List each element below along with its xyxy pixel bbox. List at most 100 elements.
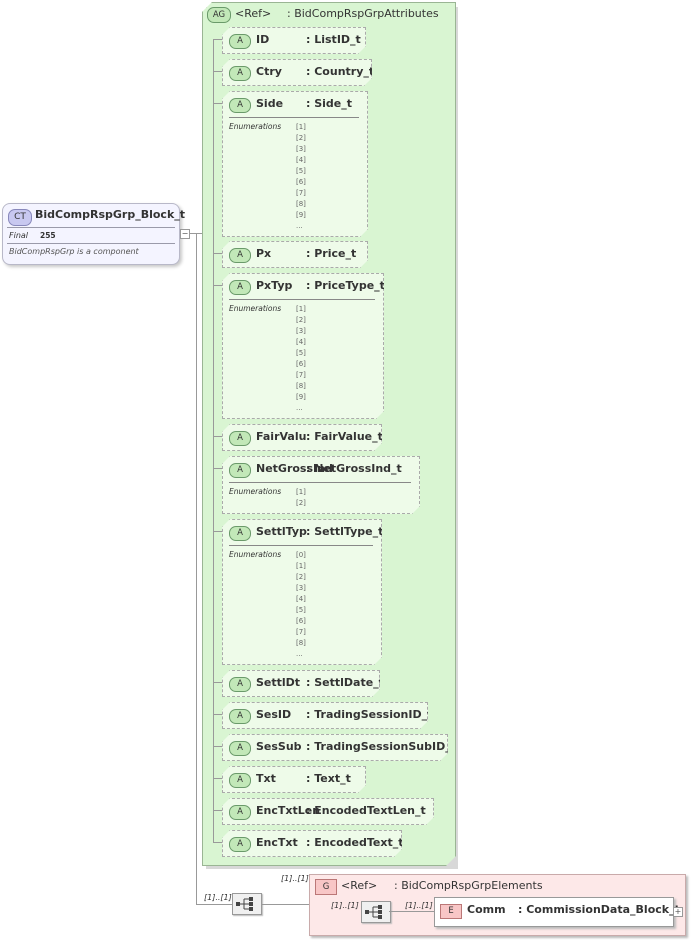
inner-sequence-compositor-icon[interactable] [361, 901, 391, 923]
attribute-type: : NetGrossInd_t [306, 462, 402, 475]
connector-line [213, 810, 222, 811]
connector-line [190, 233, 196, 234]
divider [229, 545, 373, 546]
divider [229, 482, 411, 483]
element-badge: E [440, 904, 462, 919]
enumeration-value: [7] [296, 371, 306, 379]
enumeration-list: [1][2][3][4][5][6][7][8][9]... [296, 304, 306, 414]
attribute-badge: A [229, 280, 251, 295]
attribute-name: NetGrossInd [256, 462, 333, 475]
enumeration-value: [2] [296, 316, 306, 324]
sequence-compositor-icon[interactable] [232, 893, 262, 915]
enumerations-label: Enumerations [229, 487, 282, 496]
complex-type-box[interactable]: CT BidCompRspGrp_Block_t Final 255 BidCo… [2, 203, 185, 265]
attribute-group-badge: AG [207, 7, 231, 23]
enumeration-value: [5] [296, 349, 306, 357]
attribute-type: : SettlDate_t [306, 676, 384, 689]
element-name: Comm [467, 903, 506, 916]
enumeration-value: [0] [296, 551, 306, 559]
enumeration-value: ... [296, 222, 303, 230]
enumeration-value: [9] [296, 393, 306, 401]
enumeration-value: [1] [296, 305, 306, 313]
documentation-text: BidCompRspGrp is a component [9, 247, 139, 256]
attribute-type: : TradingSessionID_t [306, 708, 433, 721]
attribute-name: SesSub [256, 740, 302, 753]
attribute-badge: A [229, 431, 251, 446]
enumeration-value: [5] [296, 167, 306, 175]
element-cardinality: [1]..[1] [405, 901, 433, 910]
attribute-name: SesID [256, 708, 292, 721]
attribute-type: : EncodedTextLen_t [306, 804, 426, 817]
connector-line [213, 103, 222, 104]
connector-line [213, 531, 222, 532]
attribute-type: : PriceType_t [306, 279, 385, 292]
attribute-badge: A [229, 709, 251, 724]
attribute-badge: A [229, 526, 251, 541]
attribute-type: : ListID_t [306, 33, 361, 46]
attribute-name: EncTxt [256, 836, 298, 849]
enumeration-value: [2] [296, 573, 306, 581]
attribute-name: Px [256, 247, 272, 260]
collapse-toggle-icon[interactable]: − [180, 229, 190, 239]
attribute-name: ID [256, 33, 270, 46]
attribute-enctxtlen[interactable]: A EncTxtLen: EncodedTextLen_t [222, 798, 434, 825]
enumeration-value: [3] [296, 327, 306, 335]
enumeration-value: [9] [296, 211, 306, 219]
attribute-type: : TradingSessionSubID_t [306, 740, 456, 753]
attribute-badge: A [229, 66, 251, 81]
attribute-name: SettlTyp [256, 525, 307, 538]
attribute-badge: A [229, 741, 251, 756]
enumeration-value: [1] [296, 562, 306, 570]
sequence-cardinality: [1]..[1] [204, 893, 232, 902]
attribute-badge: A [229, 805, 251, 820]
enumerations-label: Enumerations [229, 550, 282, 559]
enumerations-label: Enumerations [229, 122, 282, 131]
attribute-badge: A [229, 677, 251, 692]
expand-toggle-icon[interactable]: + [673, 907, 683, 917]
attribute-badge: A [229, 837, 251, 852]
connector-line [213, 746, 222, 747]
divider [7, 243, 175, 244]
divider [229, 299, 375, 300]
connector-line [213, 285, 222, 286]
attribute-connector-spine [213, 40, 214, 842]
final-label: Final [9, 231, 29, 240]
connector-line [213, 682, 222, 683]
enumeration-value: [1] [296, 488, 306, 496]
attribute-name: PxTyp [256, 279, 293, 292]
inner-sequence-cardinality: [1]..[1] [331, 901, 359, 910]
element-type: : CommissionData_Block_t [518, 903, 680, 916]
connector-line [213, 436, 222, 437]
connector-line [213, 778, 222, 779]
attribute-name: EncTxtLen [256, 804, 321, 817]
attribute-name: Side [256, 97, 284, 110]
group-badge: G [315, 879, 337, 895]
attribute-name: Txt [256, 772, 276, 785]
enumeration-value: [4] [296, 595, 306, 603]
enumeration-value: [8] [296, 200, 306, 208]
enumeration-value: [7] [296, 189, 306, 197]
connector-line [196, 233, 197, 905]
enumeration-value: [6] [296, 360, 306, 368]
enumeration-value: [4] [296, 156, 306, 164]
enumeration-value: [8] [296, 382, 306, 390]
complex-type-name: BidCompRspGrp_Block_t [35, 208, 186, 221]
attribute-type: : SettlType_t [306, 525, 384, 538]
connector-line [213, 253, 222, 254]
attribute-group-type: : BidCompRspGrpAttributes [287, 7, 439, 20]
group-type: : BidCompRspGrpElements [394, 879, 543, 892]
enumerations-label: Enumerations [229, 304, 282, 313]
